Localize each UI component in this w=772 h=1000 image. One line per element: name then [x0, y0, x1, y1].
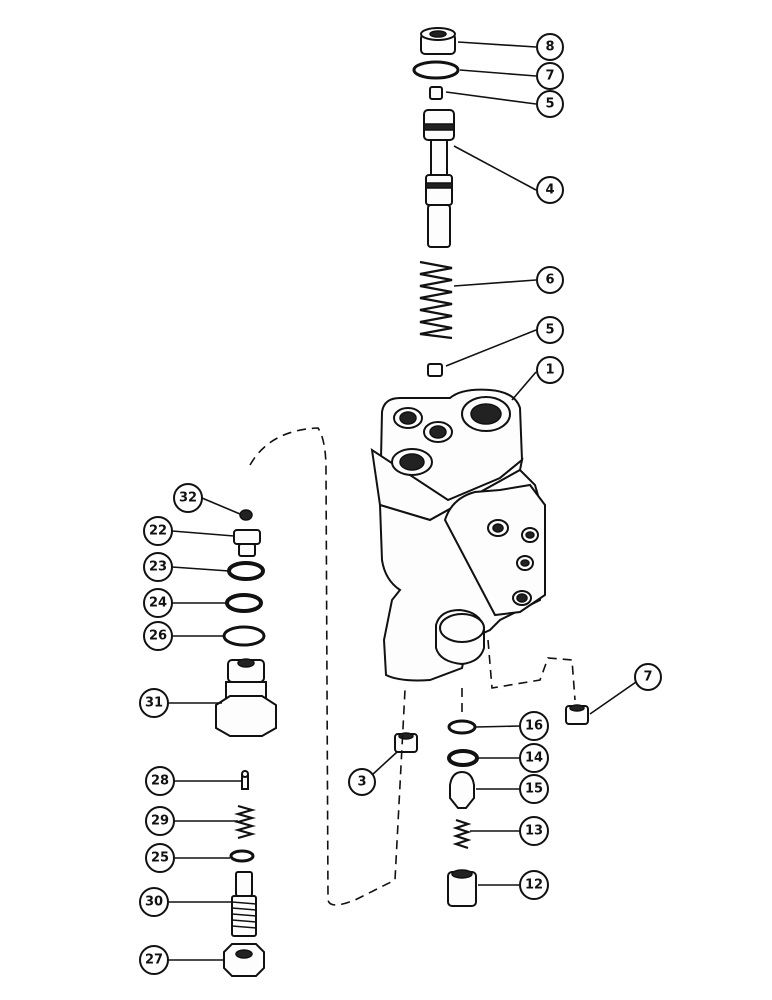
poppet-22 [233, 529, 261, 557]
callout-27: 27 [139, 945, 169, 975]
callout-4: 4 [536, 176, 564, 204]
callout-22: 22 [143, 516, 173, 546]
callout-3: 3 [348, 768, 376, 796]
svg-text:16: 16 [525, 719, 543, 734]
poppet-15 [449, 770, 475, 809]
svg-text:32: 32 [179, 491, 197, 506]
plug-12 [447, 869, 477, 907]
callout-31: 31 [139, 688, 169, 718]
callout-14: 14 [519, 743, 549, 773]
svg-text:27: 27 [145, 953, 163, 968]
callout-25: 25 [145, 843, 175, 873]
callout-7-right: 7 [634, 663, 662, 691]
plug-7-right [565, 704, 589, 725]
svg-text:29: 29 [151, 814, 169, 829]
callout-32: 32 [173, 483, 203, 513]
callout-6: 6 [536, 266, 564, 294]
spring-6 [419, 260, 453, 340]
svg-text:26: 26 [149, 629, 167, 644]
svg-text:31: 31 [145, 696, 163, 711]
callout-15: 15 [519, 774, 549, 804]
o-ring-26 [222, 625, 266, 647]
svg-text:30: 30 [145, 895, 163, 910]
plug-3 [394, 732, 418, 753]
svg-text:24: 24 [149, 596, 167, 611]
callout-30: 30 [139, 887, 169, 917]
washer-14 [447, 749, 479, 767]
svg-text:1: 1 [545, 363, 554, 378]
callout-7: 7 [536, 62, 564, 90]
svg-text:6: 6 [545, 273, 554, 288]
svg-text:4: 4 [545, 183, 554, 198]
svg-text:23: 23 [149, 560, 167, 575]
o-ring-16 [447, 719, 477, 735]
assembly-lines [249, 427, 576, 906]
callout-5-lower: 5 [536, 316, 564, 344]
svg-text:5: 5 [545, 97, 554, 112]
svg-text:28: 28 [151, 774, 169, 789]
adjuster-30 [231, 871, 257, 937]
ball-32 [239, 509, 253, 521]
callout-24: 24 [143, 588, 173, 618]
svg-text:25: 25 [151, 851, 169, 866]
svg-text:13: 13 [525, 824, 543, 839]
pin-28 [241, 770, 249, 790]
o-ring-23 [227, 561, 265, 581]
callout-1: 1 [536, 356, 564, 384]
o-ring-24 [225, 593, 263, 613]
leader-lines [168, 41, 637, 961]
callout-12: 12 [519, 870, 549, 900]
o-ring-25 [229, 849, 255, 863]
svg-text:22: 22 [149, 524, 167, 539]
callout-5: 5 [536, 90, 564, 118]
svg-text:7: 7 [643, 670, 652, 685]
spool-4 [423, 109, 455, 248]
svg-text:15: 15 [525, 782, 543, 797]
plug-8 [420, 27, 456, 55]
callout-28: 28 [145, 766, 175, 796]
callout-29: 29 [145, 806, 175, 836]
spring-29 [233, 804, 257, 840]
svg-text:12: 12 [525, 878, 543, 893]
spring-13 [452, 818, 472, 850]
svg-text:7: 7 [545, 69, 554, 84]
valve-body [370, 388, 547, 682]
svg-text:8: 8 [545, 40, 554, 55]
callout-13: 13 [519, 816, 549, 846]
svg-text:3: 3 [357, 775, 366, 790]
svg-text:5: 5 [545, 323, 554, 338]
relief-valve-31 [215, 658, 277, 737]
callout-16: 16 [519, 711, 549, 741]
callout-26: 26 [143, 621, 173, 651]
nut-27 [223, 943, 265, 977]
callout-23: 23 [143, 552, 173, 582]
seat-5-lower [427, 363, 443, 377]
callout-8: 8 [536, 33, 564, 61]
o-ring-7-top [412, 60, 460, 80]
seat-5-top [429, 86, 443, 100]
svg-text:14: 14 [525, 751, 543, 766]
